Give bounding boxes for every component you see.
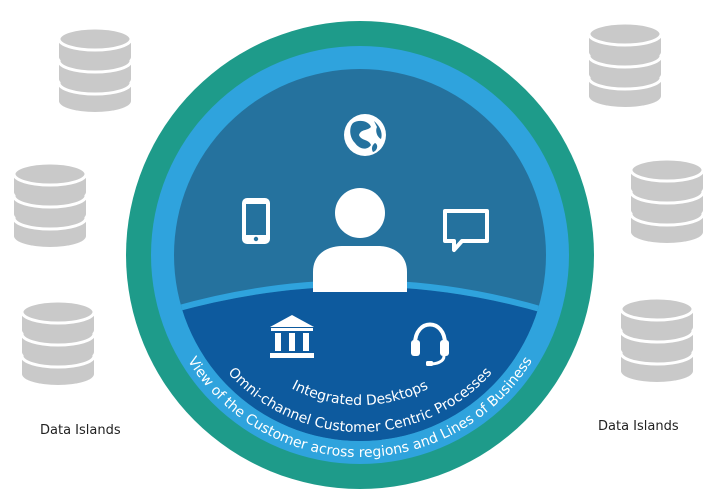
database-icon <box>619 296 695 382</box>
globe-icon <box>344 114 386 156</box>
left-data-islands-label: Data Islands <box>40 423 121 438</box>
mobile-phone-icon <box>242 198 270 244</box>
database-icon <box>12 161 88 247</box>
right-data-islands-label: Data Islands <box>598 419 679 434</box>
database-icon <box>629 157 705 243</box>
chat-bubble-icon <box>443 209 489 252</box>
database-icon <box>587 21 663 107</box>
database-icon <box>57 26 133 112</box>
database-icon <box>20 299 96 385</box>
headset-icon <box>411 322 449 366</box>
person-icon <box>313 188 407 292</box>
bank-icon <box>270 315 314 358</box>
